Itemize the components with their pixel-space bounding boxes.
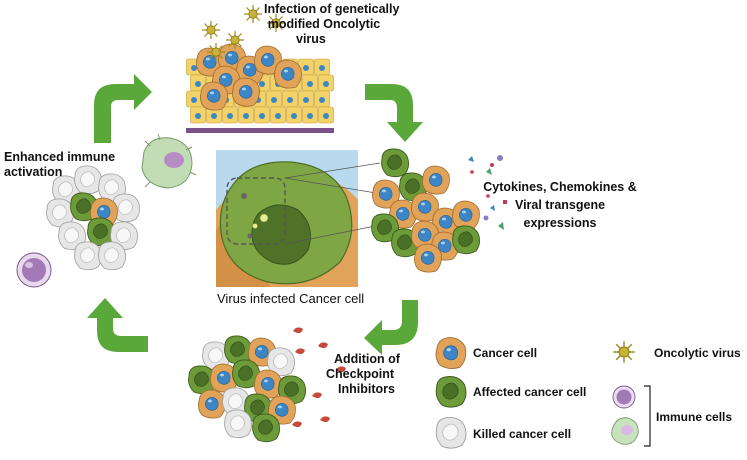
legend-icon-cancer-cell: [435, 337, 467, 370]
infected-tissue-illustration: [186, 43, 334, 133]
tissue-cell: [286, 106, 302, 124]
immune-cell-purple-left: [16, 252, 52, 288]
virus-infected-cell-caption: Virus infected Cancer cell: [217, 291, 365, 306]
tissue-cell: [314, 90, 330, 108]
arrow-bottom-left: [87, 298, 148, 352]
infection-label: Infection of genetically modified Oncoly…: [264, 2, 400, 47]
legend-icon-immune-cell-green: [611, 417, 639, 445]
cytokines-label-line3: expressions: [523, 216, 597, 230]
legend-icon-affected-cancer-cell: [435, 375, 467, 408]
checkpoint-label-line3: Inhibitors: [338, 382, 395, 396]
checkpoint-inhibitor-antibodies: [292, 327, 346, 428]
tissue-cell: [314, 58, 330, 76]
legend-affected-cancer-cell-label: Affected cancer cell: [473, 385, 587, 399]
legend-oncolytic-virus-label: Oncolytic virus: [654, 346, 741, 360]
cytokines-label-line1: Cytokines, Chemokines &: [483, 180, 637, 194]
arrow-top-right: [365, 84, 423, 142]
tissue-cell: [302, 106, 318, 124]
checkpoint-label-line2: Checkpoint: [326, 367, 395, 381]
immune-label-line1: Enhanced immune: [4, 150, 116, 164]
tissue-cell: [222, 106, 238, 124]
tissue-cell: [302, 74, 318, 92]
legend-cancer-cell-label: Cancer cell: [473, 346, 538, 360]
immune-label-line2: activation: [4, 165, 63, 179]
tissue-cell: [266, 90, 282, 108]
arrow-bottom-right: [364, 300, 418, 355]
tissue-cancer-cell: [199, 81, 228, 111]
tissue-cell: [254, 106, 270, 124]
arrow-top-left: [94, 74, 152, 143]
tissue-cell: [298, 90, 314, 108]
tissue-cell: [186, 90, 202, 108]
tissue-cancer-cell: [231, 77, 260, 107]
legend-icon-killed-cancer-cell: [435, 417, 467, 449]
tissue-cell: [190, 106, 206, 124]
checkpoint-label: Addition of Checkpoint Inhibitors: [326, 352, 400, 397]
cycle-arrows: [87, 74, 423, 355]
left-immune-cluster: [16, 133, 197, 288]
bottom-tumor-cluster: [188, 335, 307, 443]
legend-icon-immune-cell-purple: [612, 385, 636, 409]
tissue-cancer-cell: [273, 59, 302, 89]
tissue-cell: [318, 106, 334, 124]
legend-immune-cells-label: Immune cells: [656, 410, 733, 424]
legend-immune-bracket: [644, 385, 651, 447]
cytokine-particles: [468, 155, 507, 230]
tissue-cell: [318, 74, 334, 92]
infection-label-line2: modified Oncolytic: [267, 17, 381, 31]
right-tumor-cluster: [371, 148, 481, 273]
immune-activation-label: Enhanced immune activation: [4, 150, 115, 180]
immune-cell-green-top: [141, 133, 197, 189]
infection-label-line3: virus: [296, 32, 326, 46]
tissue-cell: [270, 106, 286, 124]
infection-label-line1: Infection of genetically: [264, 2, 400, 16]
cytokines-label: Cytokines, Chemokines & Viral transgene …: [480, 180, 640, 231]
legend-killed-cancer-cell-label: Killed cancer cell: [473, 427, 572, 441]
tissue-cell: [282, 90, 298, 108]
cytokines-label-line2: Viral transgene: [514, 198, 606, 212]
tissue-cell: [238, 106, 254, 124]
virus-infected-cell-zoom: [216, 150, 383, 287]
legend-icon-oncolytic-virus: [612, 340, 636, 364]
checkpoint-label-line1: Addition of: [334, 352, 400, 366]
